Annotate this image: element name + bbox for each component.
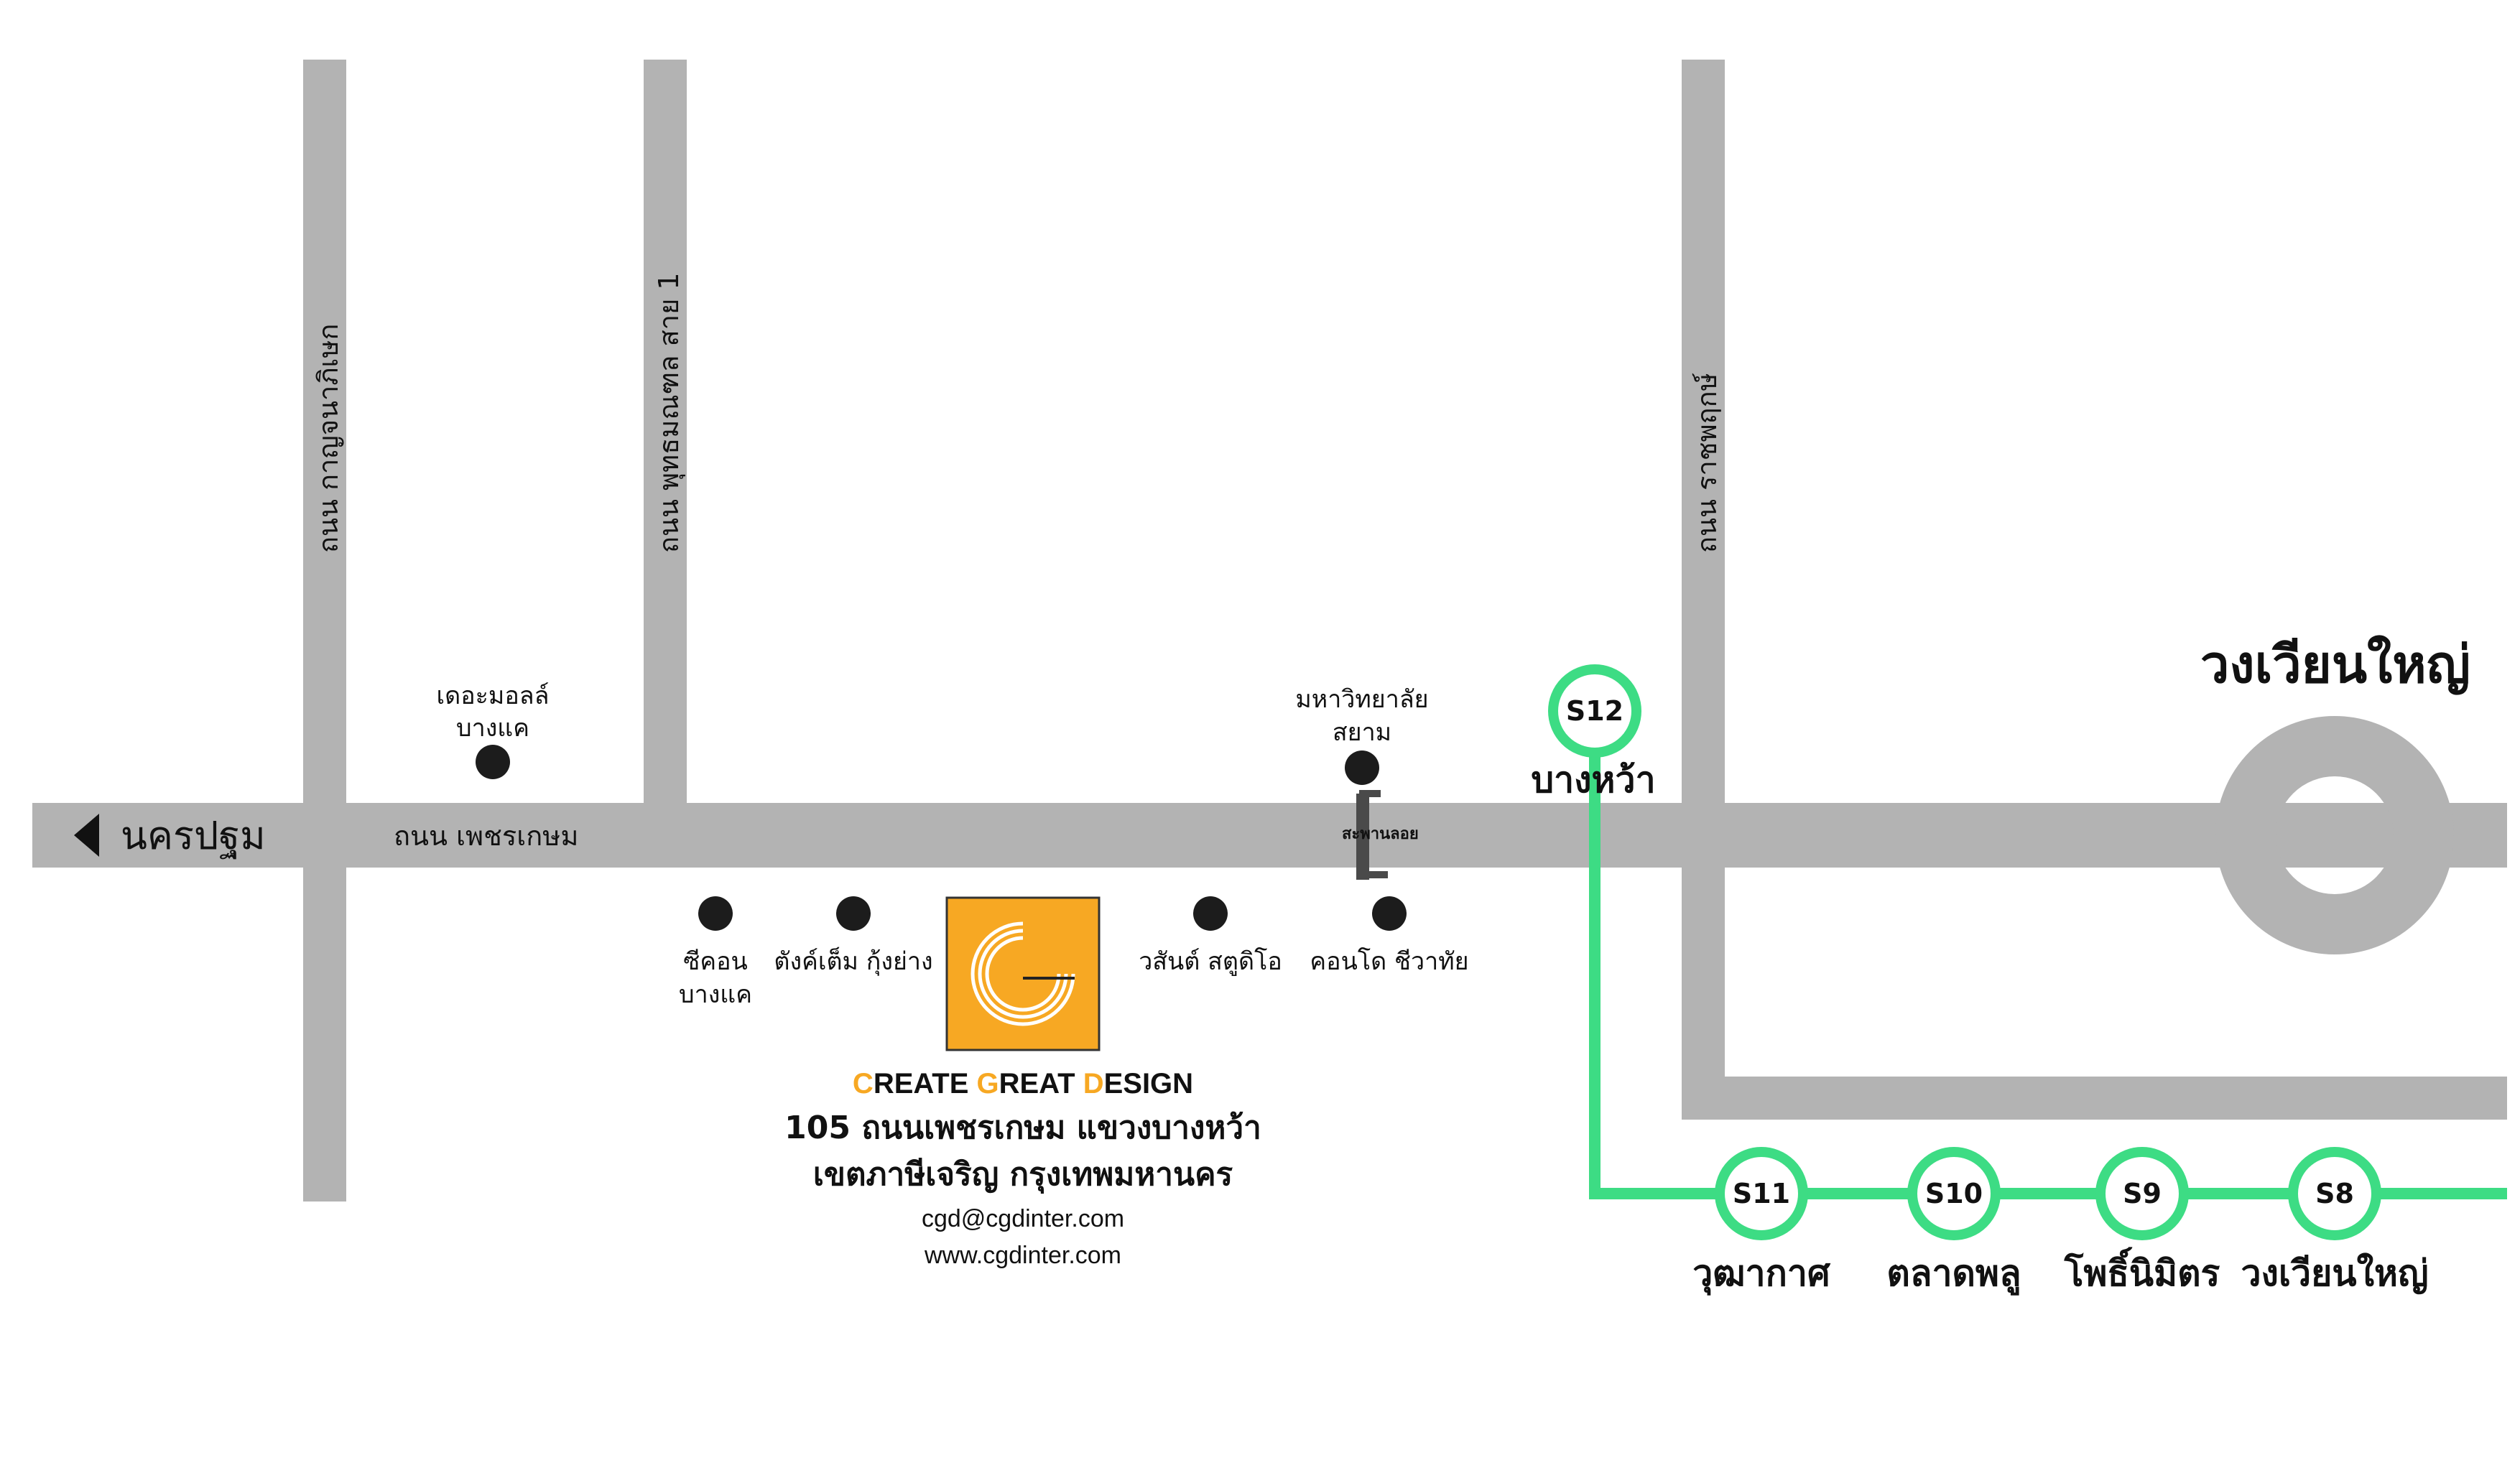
poi-marker-icon (476, 745, 510, 779)
poi-condo-chewathai[interactable]: คอนโด ชีวาทัย (1310, 896, 1469, 976)
station-name-s12: บางหว้า (1531, 759, 1655, 801)
poi-seacon-bangkhae[interactable]: ซีคอน บางแค (679, 896, 752, 1009)
cgd-logo-icon[interactable] (945, 896, 1101, 1051)
poi-marker-icon (1193, 896, 1228, 931)
station-code: S12 (1566, 695, 1623, 727)
website-link[interactable]: www.cgdinter.com (924, 1242, 1121, 1269)
road-kanchanaphisek (303, 60, 346, 1202)
roundabout-ring (2215, 716, 2454, 954)
station-code: S8 (2315, 1178, 2354, 1209)
bts-line (1589, 754, 2507, 1199)
road-v1-label: ถนน กาญจนาภิเษก (312, 324, 344, 553)
company-brand: CREATE GREAT DESIGN (853, 1068, 1193, 1100)
road-phutthamonthon-sai-1 (644, 60, 687, 809)
poi-wasan-studio[interactable]: วสันต์ สตูดิโอ (1139, 896, 1282, 976)
main-road-label: ถนน เพชรเกษม (394, 820, 578, 852)
brand-word-design: ESIGN (1104, 1068, 1193, 1100)
station-code: S9 (2123, 1178, 2162, 1209)
poi-label: คอนโด ชีวาทัย (1310, 947, 1468, 976)
poi-the-mall-bangkhae[interactable]: เดอะมอลล์ บางแค (437, 682, 550, 779)
bridge-label: สะพานลอย (1342, 825, 1419, 843)
brand-initial-d: D (1083, 1068, 1104, 1100)
station-s12[interactable]: S12 (1548, 664, 1641, 758)
station-code: S10 (1925, 1178, 1983, 1209)
station-code: S11 (1733, 1178, 1790, 1209)
poi-label: มหาวิทยาลัย (1295, 685, 1428, 714)
poi-label: สยาม (1333, 718, 1391, 747)
road-ratchaphruek (1682, 60, 1725, 1120)
brand-initial-g: G (977, 1068, 999, 1100)
brand-initial-c: C (853, 1068, 874, 1100)
station-name-s11: วุฒากาศ (1692, 1252, 1831, 1296)
station-s11[interactable]: S11 (1715, 1147, 1808, 1240)
main-road-phetkasem (32, 803, 2507, 868)
poi-marker-icon (1345, 750, 1379, 785)
brand-word-great: REAT (999, 1068, 1083, 1100)
bts-track (1589, 754, 2507, 1199)
email-link[interactable]: cgd@cgdinter.com (922, 1205, 1124, 1232)
roundabout-label: วงเวียนใหญ่ (2200, 634, 2470, 695)
road-ratchaphruek-branch (1682, 1077, 2507, 1120)
direction-label: นครปฐม (121, 813, 266, 859)
poi-label: ซีคอน (683, 947, 747, 976)
arrow-left-icon (74, 814, 99, 857)
poi-label: บางแค (456, 714, 529, 743)
station-s9[interactable]: S9 (2095, 1147, 2189, 1240)
station-s10[interactable]: S10 (1907, 1147, 2001, 1240)
poi-tangtem-grilled-shrimp[interactable]: ตังค์เต็ม กุ้งย่าง (774, 896, 933, 976)
poi-marker-icon (836, 896, 871, 931)
station-name-s10: ตลาดพลู (1886, 1252, 2021, 1296)
poi-label: เดอะมอลล์ (437, 682, 550, 710)
poi-label: บางแค (679, 980, 752, 1009)
poi-label: ตังค์เต็ม กุ้งย่าง (774, 947, 932, 976)
station-name-s8: วงเวียนใหญ่ (2241, 1252, 2428, 1294)
poi-marker-icon (698, 896, 733, 931)
road-v3-label: ถนน ราชพฤกษ์ (1691, 373, 1723, 553)
road-v2-label: ถนน พุทธมณฑล สาย 1 (653, 272, 685, 553)
address-line-2: เขตภาษีเจริญ กรุงเทพมหานคร (813, 1156, 1233, 1194)
poi-label: วสันต์ สตูดิโอ (1139, 947, 1282, 976)
brand-word-create: REATE (874, 1068, 977, 1100)
footbridge-icon (1356, 790, 1388, 880)
road-network (32, 60, 2507, 1202)
address-line-1: 105 ถนนเพชรเกษม แขวงบางหว้า (784, 1110, 1261, 1146)
poi-marker-icon (1372, 896, 1407, 931)
station-name-s9: โพธิ์นิมิตร (2064, 1246, 2220, 1294)
station-s8[interactable]: S8 (2288, 1147, 2381, 1240)
poi-siam-university[interactable]: มหาวิทยาลัย สยาม (1295, 685, 1429, 785)
